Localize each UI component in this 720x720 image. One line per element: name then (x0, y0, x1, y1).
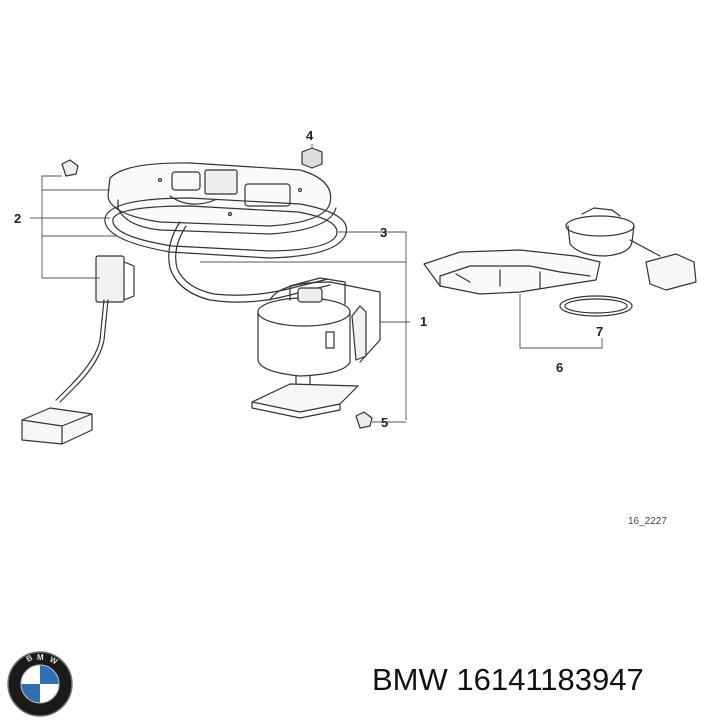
callout-6: 6 (556, 360, 563, 375)
callout-3: 3 (380, 225, 387, 240)
svg-text:B: B (25, 653, 35, 664)
o-ring (559, 295, 633, 317)
leader-3 (200, 231, 407, 420)
part-caption: BMW 16141183947 (372, 662, 644, 698)
callout-7: 7 (596, 324, 603, 339)
svg-text:M: M (37, 653, 44, 662)
callout-1: 1 (420, 314, 427, 329)
fuel-pump (257, 277, 381, 389)
diagram-reference-number: 16_2227 (628, 516, 667, 527)
nut-part-4 (301, 147, 323, 169)
brand-name: BMW (372, 662, 448, 697)
callout-5: 5 (381, 415, 388, 430)
part-number: 16141183947 (456, 662, 644, 697)
gasket-ring (104, 197, 348, 259)
leader-2 (41, 175, 118, 279)
bmw-roundel-icon: B M W (7, 651, 73, 717)
sensor-carrier (423, 207, 697, 295)
callout-4: 4 (306, 128, 314, 143)
clip-top-left (61, 159, 79, 177)
flange-plate (107, 162, 337, 235)
clip-part-5 (355, 411, 373, 429)
strainer-base (251, 383, 359, 419)
leader-6 (519, 294, 603, 349)
level-sensor (21, 255, 135, 445)
wiring-harness (168, 221, 331, 303)
callout-2: 2 (14, 211, 21, 226)
svg-text:W: W (48, 655, 59, 667)
